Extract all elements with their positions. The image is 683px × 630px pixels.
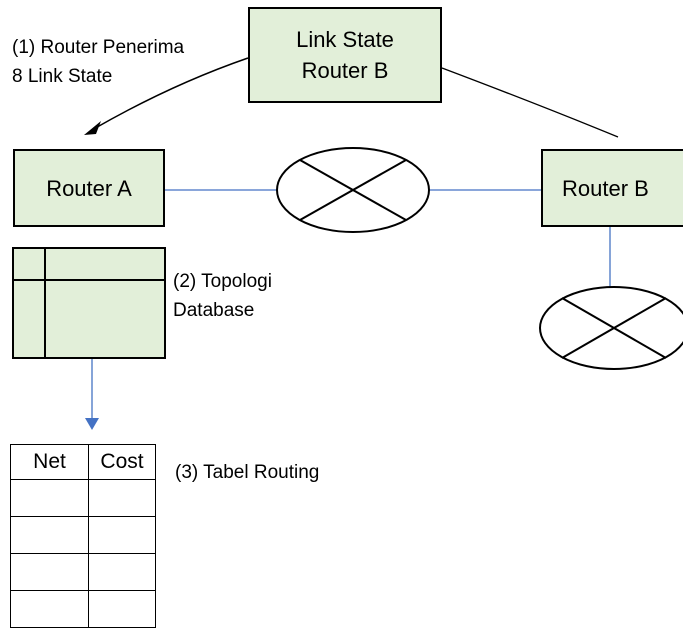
table-cell — [88, 590, 156, 628]
header-cost: Cost — [88, 444, 156, 480]
link-state-box: Link State Router B — [248, 7, 442, 103]
blue-arrowhead-icon — [85, 418, 99, 430]
lsa-source-curve — [441, 67, 619, 138]
router-a-label: Router A — [46, 175, 132, 201]
table-cell — [10, 516, 89, 554]
note-2-line2: Database — [173, 300, 255, 321]
routing-table: Net Cost — [10, 444, 156, 628]
router-b-box: Router B — [541, 149, 683, 227]
network-switch-icon — [276, 147, 430, 233]
note-2: (2) Topologi Database — [173, 267, 272, 325]
note-3: (3) Tabel Routing — [175, 462, 320, 483]
router-a-box: Router A — [13, 149, 165, 227]
table-cell — [10, 590, 89, 628]
note-1: (1) Router Penerima 8 Link State — [12, 33, 184, 91]
table-cell — [88, 516, 156, 554]
table-row — [10, 516, 156, 554]
table-row — [10, 479, 156, 517]
topology-database-icon — [12, 247, 166, 359]
lsa-delivery-arrow — [91, 57, 249, 131]
note-1-line1: (1) Router Penerima — [12, 37, 185, 58]
link-state-line2: Router B — [301, 58, 389, 83]
table-cell — [10, 479, 89, 517]
table-cell — [10, 553, 89, 591]
note-2-line1: (2) Topologi — [173, 271, 272, 292]
link-state-line1: Link State — [296, 27, 394, 52]
table-row — [10, 553, 156, 591]
table-cell — [88, 479, 156, 517]
network-switch-icon-2 — [539, 286, 683, 370]
router-b-label: Router B — [562, 175, 649, 201]
arrowhead-icon — [84, 121, 101, 135]
routing-table-header: Net Cost — [10, 444, 156, 480]
note-1-line2: 8 Link State — [12, 66, 113, 87]
table-cell — [88, 553, 156, 591]
header-net: Net — [10, 444, 89, 480]
table-row — [10, 590, 156, 628]
